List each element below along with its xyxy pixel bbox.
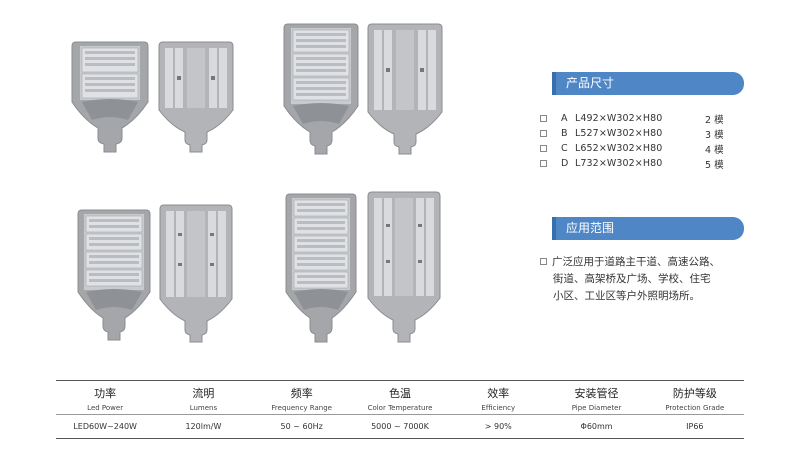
size-dimensions: L732×W302×H80 xyxy=(575,158,663,169)
spec-header-en: Frequency Range xyxy=(271,404,332,412)
application-text: 广泛应用于道路主干道、高速公路、 街道、高架桥及广场、学校、住宅 小区、工业区等… xyxy=(540,254,780,305)
spec-header-color-temp: 色温 Color Temperature xyxy=(351,381,449,414)
spec-header-protection: 防护等级 Protection Grade xyxy=(646,381,744,414)
size-row-c: C L652×W302×H80 4 模 xyxy=(540,141,790,156)
section-title-application: 应用范围 xyxy=(552,217,744,240)
spec-value-frequency: 50 ~ 60Hz xyxy=(280,422,323,431)
lamp-2-module-back xyxy=(157,40,235,155)
table-top-rule xyxy=(56,380,744,381)
spec-header-cn: 防护等级 xyxy=(672,387,717,400)
spec-header-lumens: 流明 Lumens xyxy=(154,381,252,414)
spec-value-power: LED60W~240W xyxy=(73,422,137,431)
spec-value-row: LED60W~240W 120lm/W 50 ~ 60Hz 5000 ~ 700… xyxy=(56,415,744,438)
checkbox-icon xyxy=(540,130,547,137)
spec-value-protection: IP66 xyxy=(686,422,704,431)
application-line-1: 广泛应用于道路主干道、高速公路、 xyxy=(552,256,720,268)
spec-header-en: Led Power xyxy=(87,404,124,412)
spec-header-cn: 频率 xyxy=(290,387,313,400)
size-dimensions: L652×W302×H80 xyxy=(575,143,663,154)
lamp-4-module-front xyxy=(76,208,152,343)
checkbox-icon xyxy=(540,258,547,265)
lamp-2-module-front xyxy=(70,40,150,155)
size-modules: 2 模 xyxy=(705,114,724,126)
size-row-a: A L492×W302×H80 2 模 xyxy=(540,111,790,126)
spec-header-power: 功率 Led Power xyxy=(56,381,154,414)
size-dimensions: L527×W302×H80 xyxy=(575,128,663,139)
section-title-application-text: 应用范围 xyxy=(566,221,615,235)
checkbox-icon xyxy=(540,145,547,152)
spec-value-lumens: 120lm/W xyxy=(185,422,222,431)
lamp-3-module-back xyxy=(366,22,444,157)
size-letter: A xyxy=(561,113,568,124)
spec-header-cn: 色温 xyxy=(388,387,411,400)
spec-value-efficiency: > 90% xyxy=(484,422,512,431)
spec-header-frequency: 频率 Frequency Range xyxy=(253,381,351,414)
spec-header-cn: 安装管径 xyxy=(574,387,619,400)
size-modules: 5 模 xyxy=(705,159,724,171)
size-list: A L492×W302×H80 2 模 B L527×W302×H80 3 模 … xyxy=(540,111,790,171)
size-dimensions: L492×W302×H80 xyxy=(575,113,663,124)
spec-header-cn: 效率 xyxy=(487,387,510,400)
checkbox-icon xyxy=(540,160,547,167)
spec-header-pipe: 安装管径 Pipe Diameter xyxy=(547,381,645,414)
checkbox-icon xyxy=(540,115,547,122)
section-title-size: 产品尺寸 xyxy=(552,72,744,95)
application-line-2: 街道、高架桥及广场、学校、住宅 xyxy=(553,273,711,285)
table-mid-rule xyxy=(56,414,744,415)
spec-header-en: Protection Grade xyxy=(665,404,725,412)
table-bottom-rule xyxy=(56,438,744,439)
spec-value-color-temp: 5000 ~ 7000K xyxy=(371,422,429,431)
size-letter: B xyxy=(561,128,568,139)
size-row-d: D L732×W302×H80 5 模 xyxy=(540,156,790,171)
spec-header-en: Pipe Diameter xyxy=(571,404,622,412)
spec-header-en: Lumens xyxy=(189,404,218,412)
spec-header-cn: 流明 xyxy=(192,387,215,400)
section-title-size-text: 产品尺寸 xyxy=(566,76,615,90)
spec-table: 功率 Led Power 流明 Lumens 频率 Frequency Rang… xyxy=(56,380,744,439)
lamp-3-module-front xyxy=(282,22,360,157)
size-row-b: B L527×W302×H80 3 模 xyxy=(540,126,790,141)
size-modules: 4 模 xyxy=(705,144,724,156)
spec-header-row: 功率 Led Power 流明 Lumens 频率 Frequency Rang… xyxy=(56,381,744,414)
spec-header-en: Efficiency xyxy=(481,404,516,412)
spec-header-en: Color Temperature xyxy=(367,404,433,412)
lamp-4-module-back xyxy=(158,203,234,345)
lamp-5-module-front xyxy=(284,192,358,345)
spec-header-cn: 功率 xyxy=(94,387,117,400)
spec-value-pipe: Φ60mm xyxy=(580,422,613,431)
size-letter: D xyxy=(561,158,569,169)
size-modules: 3 模 xyxy=(705,129,724,141)
application-line-3: 小区、工业区等户外照明场所。 xyxy=(553,290,700,302)
spec-header-efficiency: 效率 Efficiency xyxy=(449,381,547,414)
lamp-5-module-back xyxy=(366,190,442,345)
size-letter: C xyxy=(561,143,568,154)
